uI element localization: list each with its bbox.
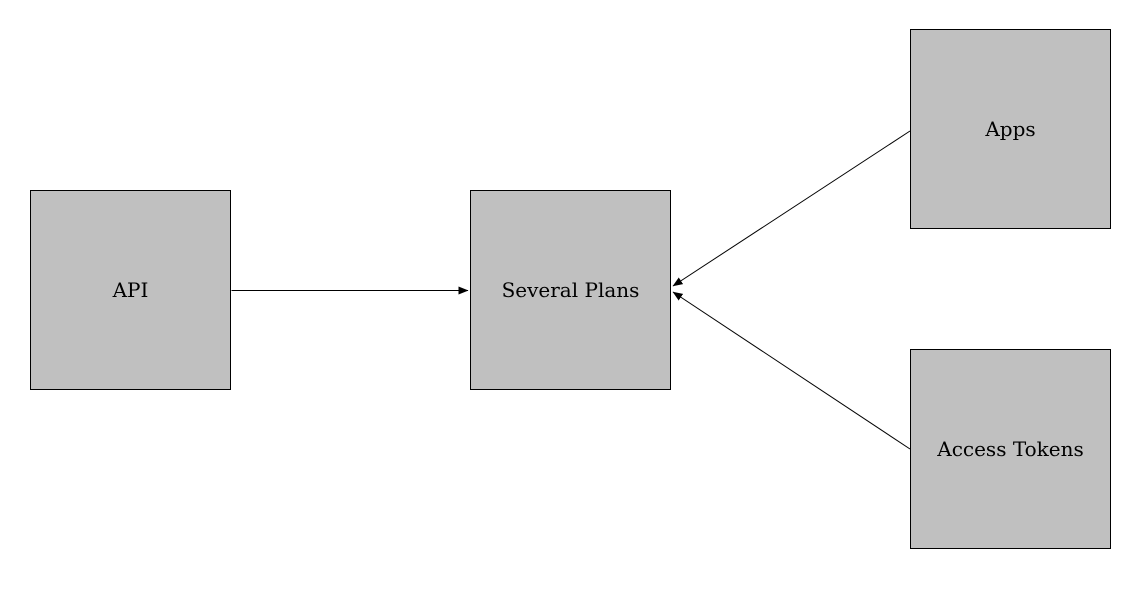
- node-apps: Apps: [910, 29, 1111, 229]
- edge-apps-to-several-plans: [672, 130, 911, 287]
- node-several-plans-label: Several Plans: [501, 278, 640, 302]
- node-several-plans: Several Plans: [470, 190, 671, 390]
- node-access-tokens-label: Access Tokens: [937, 437, 1084, 461]
- node-apps-label: Apps: [985, 117, 1036, 141]
- node-api: API: [30, 190, 231, 390]
- edge-access-tokens-to-several-plans: [672, 291, 911, 450]
- node-access-tokens: Access Tokens: [910, 349, 1111, 549]
- node-api-label: API: [112, 278, 149, 302]
